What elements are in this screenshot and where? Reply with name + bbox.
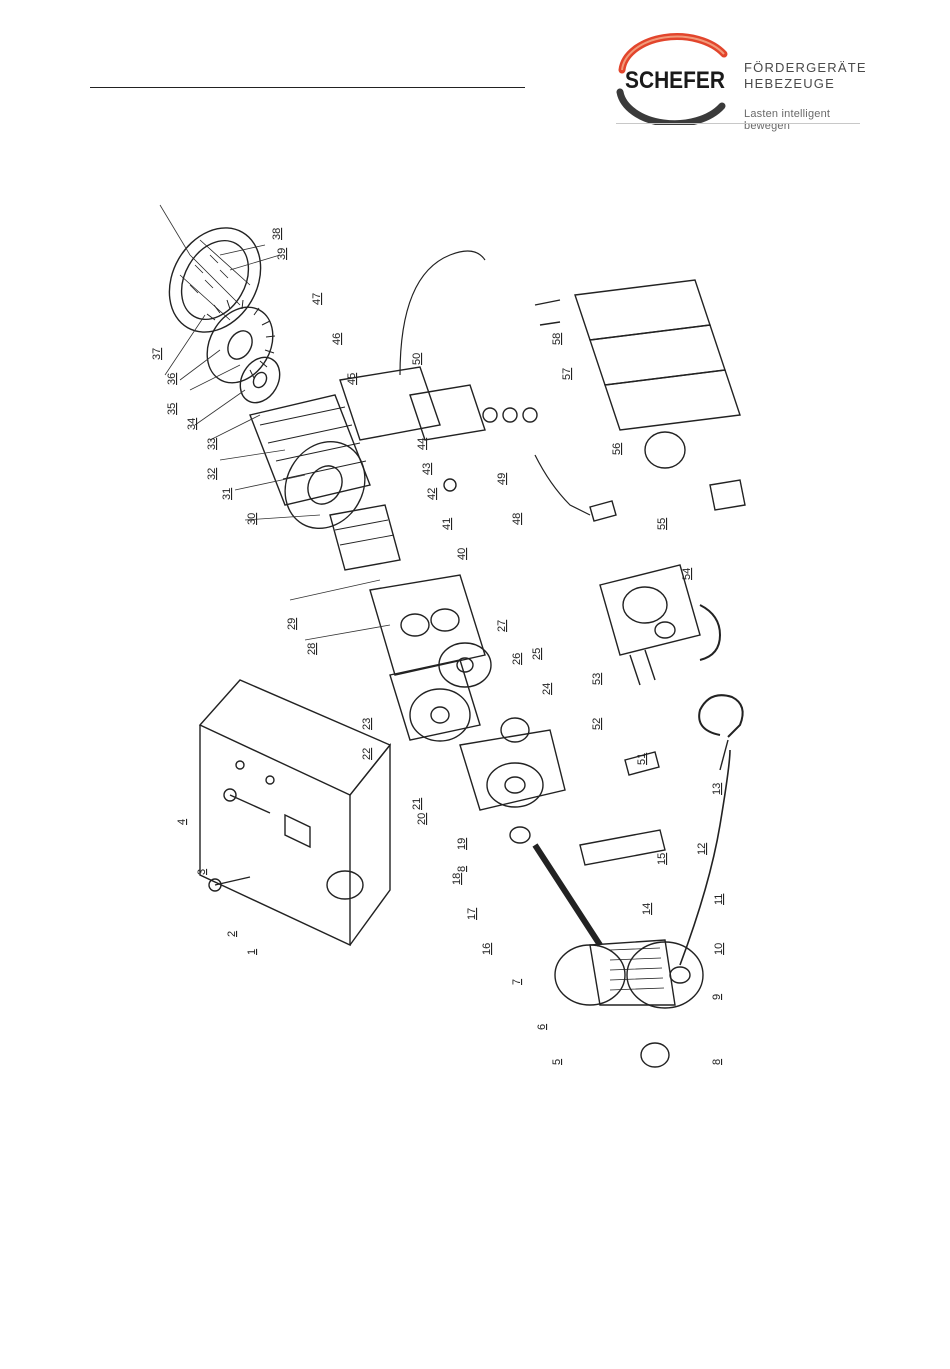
- part-number-label: 29: [286, 618, 298, 630]
- logo-mark: SCHEFER: [612, 30, 737, 125]
- part-number-label: 45: [346, 373, 358, 385]
- part-number-label: 3: [196, 869, 208, 875]
- part-number-label: 38: [271, 228, 283, 240]
- part-number-label: 2: [226, 931, 238, 937]
- logo-wordmark: SCHEFER: [625, 67, 725, 94]
- part-number-label: 53: [591, 673, 603, 685]
- part-number-label: 44: [416, 438, 428, 450]
- part-number-label: 55: [656, 518, 668, 530]
- part-number-label: 5: [551, 1059, 563, 1065]
- part-number-label: 46: [331, 333, 343, 345]
- part-number-label: 41: [441, 518, 453, 530]
- control-box: [340, 367, 485, 491]
- part-number-label: 20: [416, 813, 428, 825]
- part-number-label: 15: [656, 853, 668, 865]
- logo-line-2: HEBEZEUGE: [744, 76, 867, 92]
- part-number-label: 34: [186, 418, 198, 430]
- part-number-label: 36: [166, 373, 178, 385]
- part-number-label: 37: [151, 348, 163, 360]
- part-number-label: 8: [711, 1059, 723, 1065]
- part-number-label: 52: [591, 718, 603, 730]
- part-number-label: 26: [511, 653, 523, 665]
- part-number-label: 25: [531, 648, 543, 660]
- motor-flange: [370, 575, 485, 675]
- fan: [194, 295, 286, 394]
- part-number-label: 23: [361, 718, 373, 730]
- part-number-label: 1: [246, 949, 258, 955]
- part-number-label: 47: [311, 293, 323, 305]
- part-number-label: 56: [611, 443, 623, 455]
- part-number-label: 49: [496, 473, 508, 485]
- logo-underline: [616, 123, 860, 124]
- exploded-view-svg: 1234567889101112131415161718192021222324…: [120, 185, 860, 1125]
- part-number-label: 7: [511, 979, 523, 985]
- part-number-label: 48: [511, 513, 523, 525]
- part-number-label: 40: [456, 548, 468, 560]
- part-number-label: 57: [561, 368, 573, 380]
- part-number-label: 9: [711, 994, 723, 1000]
- part-number-label: 16: [481, 943, 493, 955]
- part-number-label: 51: [636, 753, 648, 765]
- part-number-label: 10: [713, 943, 725, 955]
- pulley-block: [600, 565, 720, 685]
- part-number-label: 8: [456, 866, 468, 872]
- part-number-label: 14: [641, 903, 653, 915]
- part-number-label: 13: [711, 783, 723, 795]
- logo-tagline: Lasten intelligent bewegen: [744, 108, 862, 132]
- part-number-label: 58: [551, 333, 563, 345]
- part-number-label: 32: [206, 468, 218, 480]
- part-number-label: 43: [421, 463, 433, 475]
- part-number-label: 33: [206, 438, 218, 450]
- company-logo: SCHEFER FÖRDERGERÄTE HEBEZEUGE Lasten in…: [612, 30, 862, 125]
- part-number-label: 21: [411, 798, 423, 810]
- part-number-label: 50: [411, 353, 423, 365]
- part-number-label: 18: [451, 873, 463, 885]
- rope-drum: [555, 940, 703, 1067]
- part-number-label: 35: [166, 403, 178, 415]
- part-number-label: 4: [176, 819, 188, 825]
- part-number-label: 6: [536, 1024, 548, 1030]
- part-number-label: 22: [361, 748, 373, 760]
- logo-line-1: FÖRDERGERÄTE: [744, 60, 867, 76]
- part-number-label: 19: [456, 838, 468, 850]
- part-number-label: 17: [466, 908, 478, 920]
- part-number-label: 24: [541, 683, 553, 695]
- part-number-label: 12: [696, 843, 708, 855]
- header-rule: [90, 87, 525, 88]
- part-number-label: 11: [713, 894, 725, 905]
- part-number-label: 54: [681, 568, 693, 580]
- part-number-label: 27: [496, 620, 508, 632]
- part-number-label: 28: [306, 643, 318, 655]
- part-number-label: 31: [221, 488, 233, 500]
- motor-body: [250, 395, 380, 543]
- part-number-label: 39: [276, 248, 288, 260]
- part-number-label: 42: [426, 488, 438, 500]
- part-number-label: 30: [246, 513, 258, 525]
